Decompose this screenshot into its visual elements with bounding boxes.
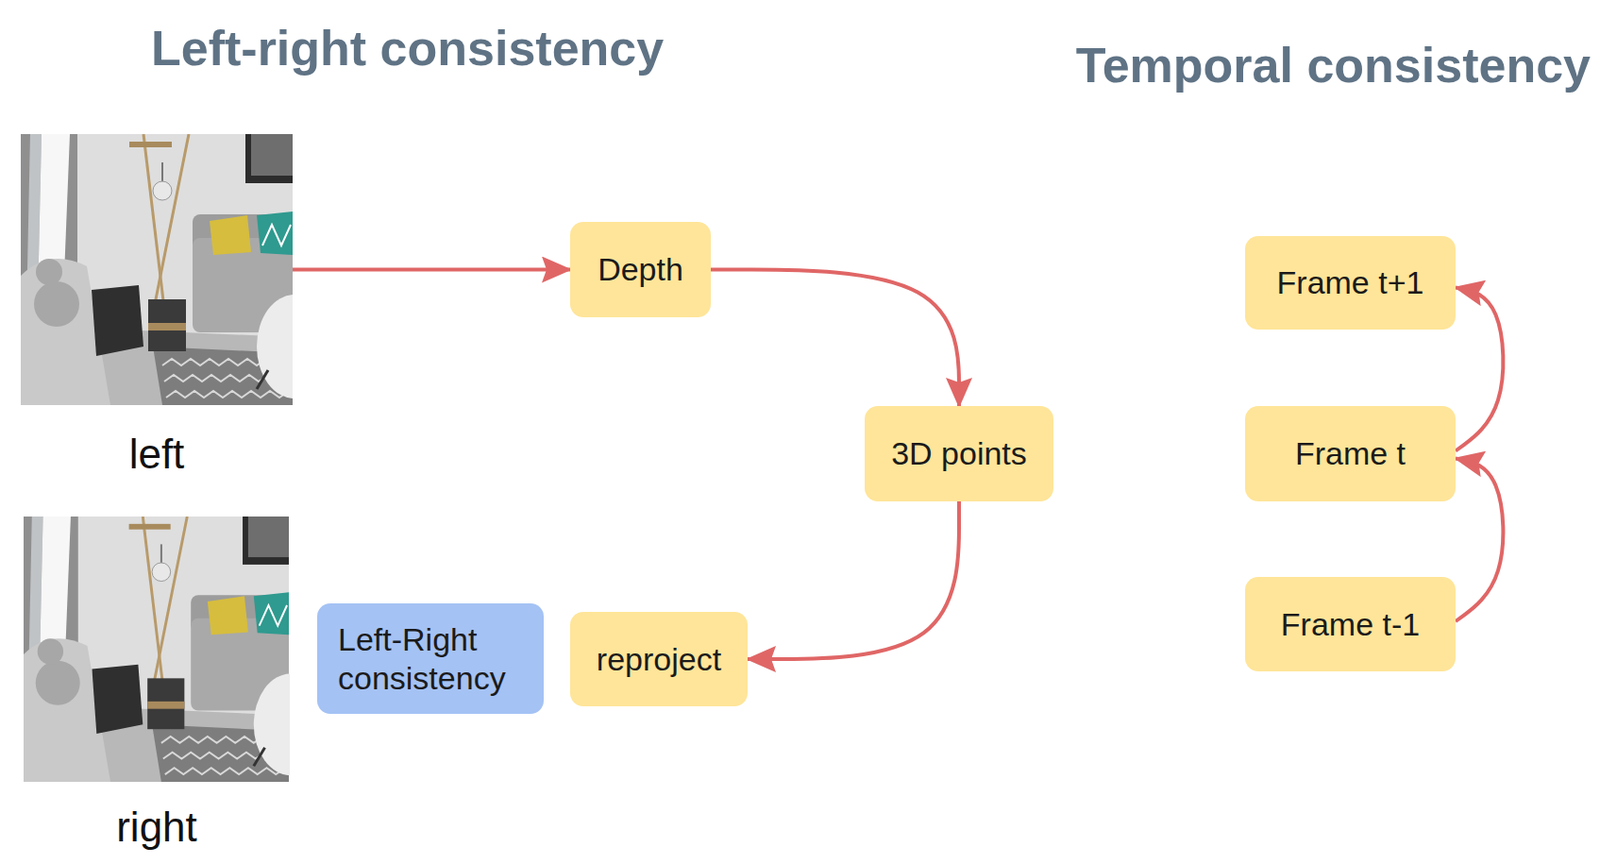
section-heading: Left-right consistency	[151, 20, 664, 78]
box-label: Frame t	[1295, 434, 1406, 473]
flow-arrow	[710, 269, 960, 407]
flow-arrow	[1455, 458, 1503, 623]
result-box: Left-Right consistency	[317, 603, 544, 714]
flow-arrow	[1455, 287, 1503, 452]
flow-arrow	[292, 268, 571, 272]
box-label: Depth	[597, 250, 684, 289]
image-caption: left	[129, 430, 186, 479]
frame-box: Frame t+1	[1245, 235, 1456, 330]
image-panel: left	[20, 134, 293, 405]
process-box: 3D points	[864, 405, 1054, 502]
frame-box: Frame t	[1245, 405, 1456, 502]
box-label: Left-Right consistency	[337, 620, 523, 698]
process-box: Depth	[570, 221, 711, 318]
section-heading: Temporal consistency	[1076, 37, 1591, 95]
box-label: reproject	[596, 640, 722, 679]
box-label: Frame t-1	[1280, 605, 1420, 644]
image-caption: right	[116, 803, 198, 852]
frame-box: Frame t-1	[1245, 576, 1456, 672]
room-render-left	[20, 134, 293, 405]
image-panel: right	[23, 516, 290, 782]
box-label: Frame t+1	[1277, 263, 1425, 303]
room-render-right	[23, 516, 290, 782]
flow-arrow	[747, 501, 960, 659]
process-box: reproject	[570, 611, 748, 707]
box-label: 3D points	[891, 434, 1028, 473]
